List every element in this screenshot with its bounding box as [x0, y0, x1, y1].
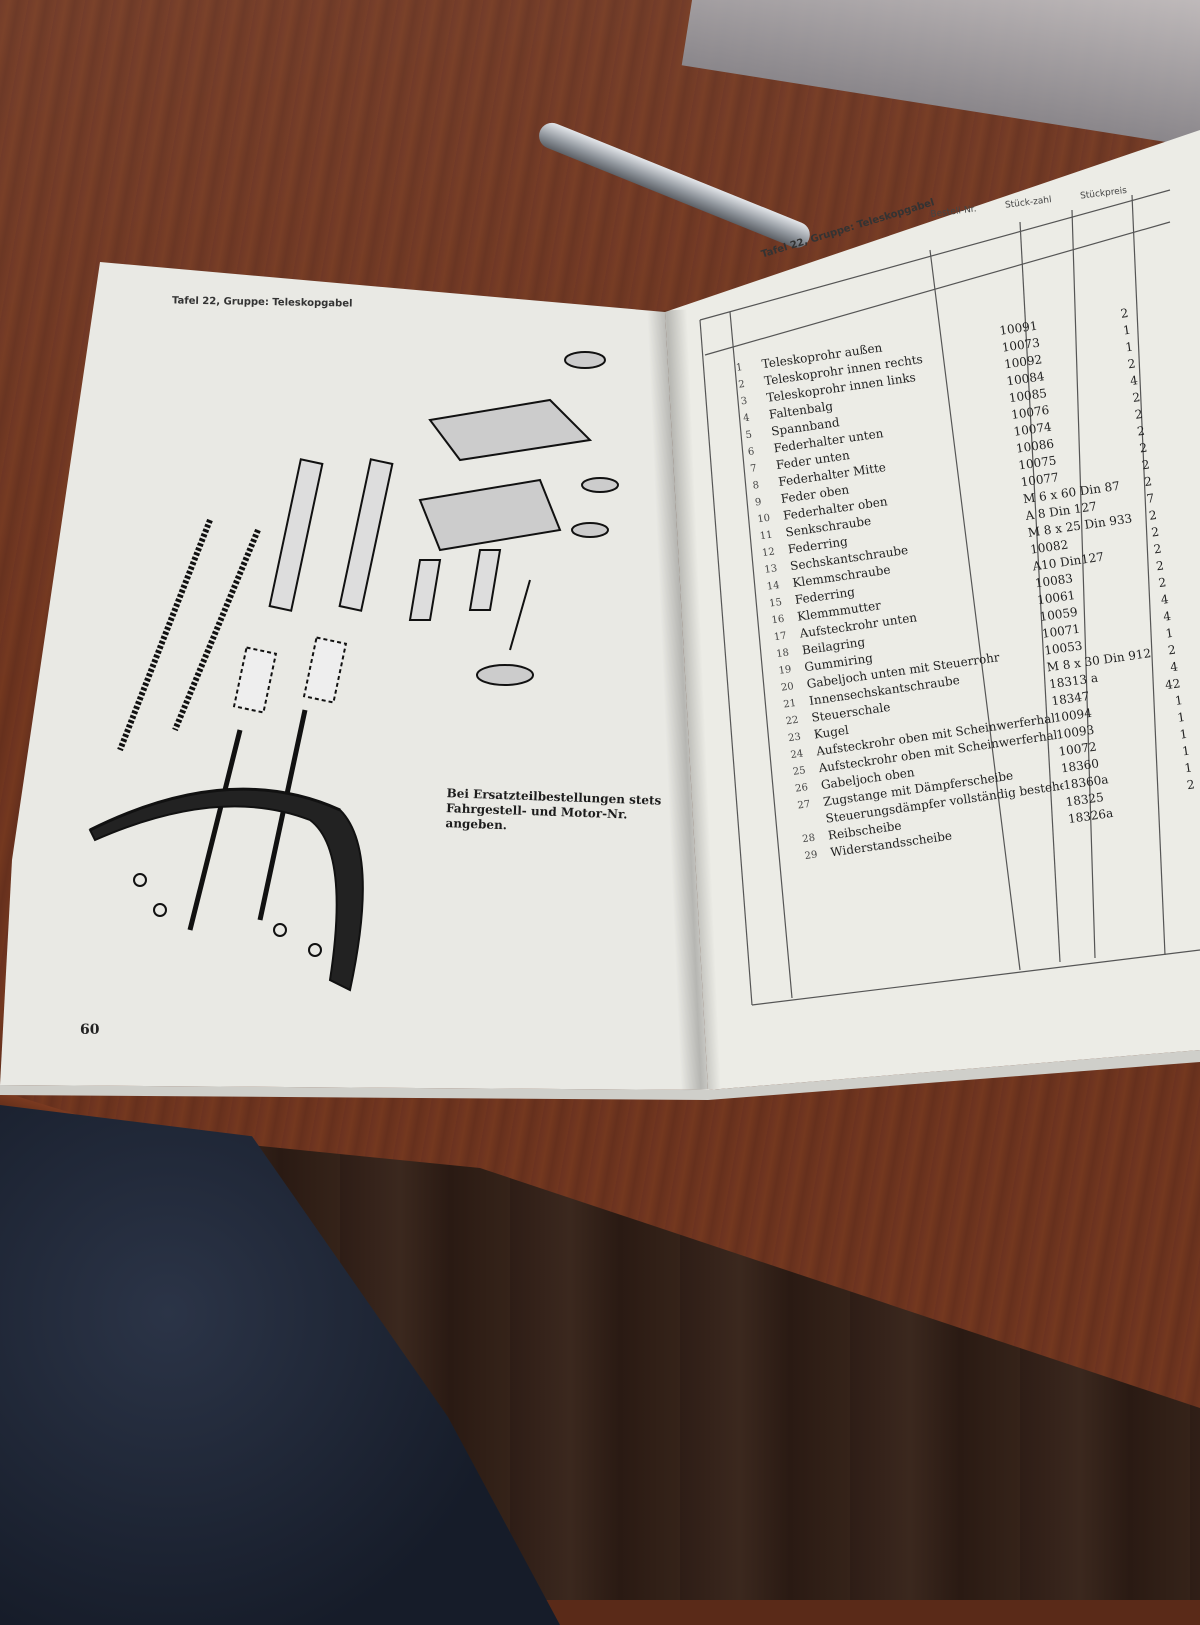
washer [273, 923, 287, 937]
order-note: Bei Ersatzteilbestellungen stets Fahrges… [445, 786, 662, 833]
lower-leg-right [257, 709, 308, 921]
bellows-left [232, 646, 278, 714]
fork-tube-left [268, 458, 324, 612]
page-number: 60 [80, 1022, 100, 1038]
cone-left [408, 559, 442, 621]
nut [308, 943, 322, 957]
bearing-cup [571, 522, 609, 538]
spring-left [117, 518, 213, 752]
lower-yoke [418, 478, 562, 552]
bearing-cup [564, 351, 606, 369]
spring-right [172, 528, 261, 732]
damper-rod [509, 579, 531, 651]
upper-yoke [428, 398, 593, 462]
part-no: 29 [804, 849, 819, 863]
bolt [133, 873, 147, 887]
bellows-right [302, 636, 348, 704]
damper-discs [476, 664, 534, 686]
lower-leg-left [187, 729, 243, 931]
mudguard [88, 788, 364, 992]
exploded-fork-diagram [88, 351, 619, 992]
cone-right [468, 549, 502, 611]
nut [153, 903, 167, 917]
fork-tube-right [338, 458, 394, 612]
bearing-cup [581, 477, 619, 493]
